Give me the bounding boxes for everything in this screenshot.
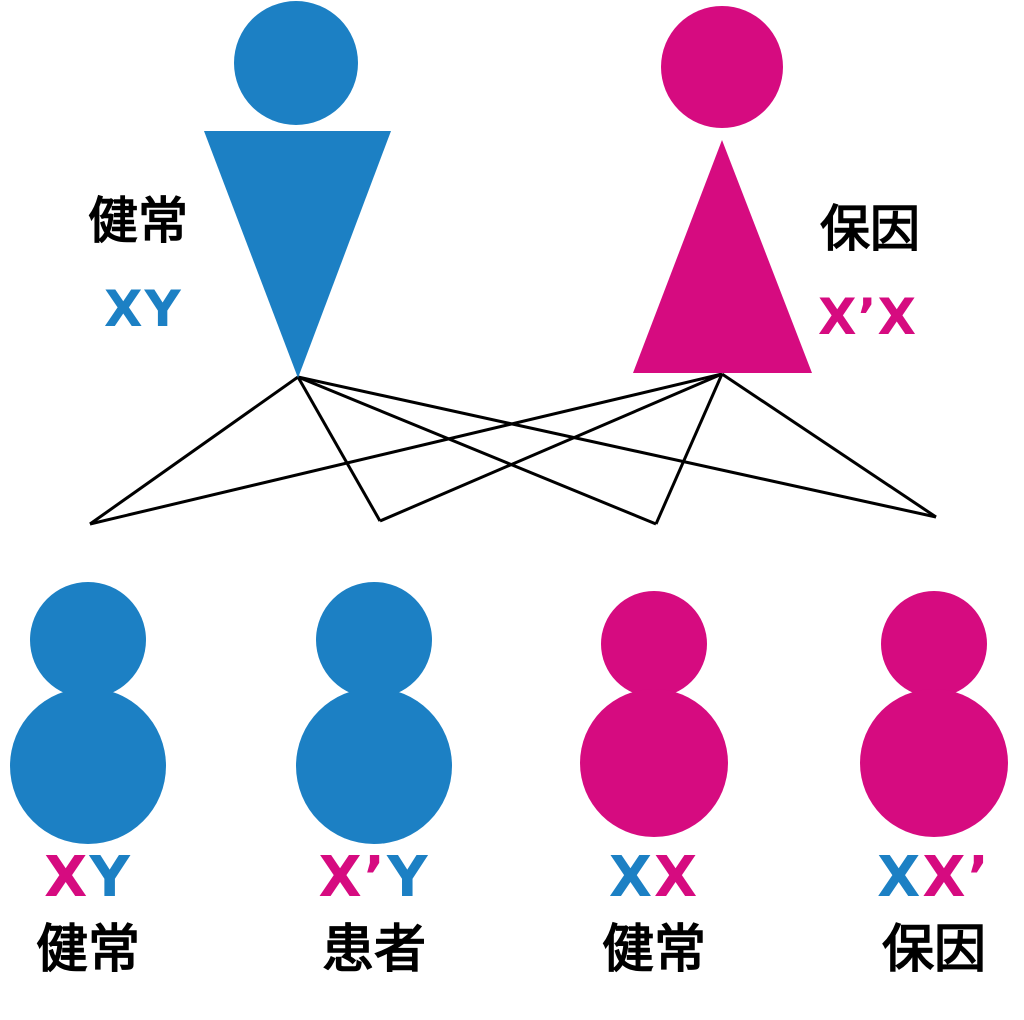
child-4-genotype: XX’	[824, 850, 1024, 906]
child-1-head	[30, 582, 146, 698]
chromosome-symbol: X’	[922, 845, 991, 910]
mother-genotype: X’X	[818, 288, 918, 346]
child-3-head	[601, 591, 707, 697]
line-mother-child3	[654, 373, 724, 525]
child-2-genotype: X’Y	[264, 850, 484, 906]
father-head	[234, 1, 358, 125]
child-4-figure	[860, 591, 1008, 837]
line-father-child2	[296, 376, 382, 522]
line-mother-child2	[379, 372, 723, 523]
child-2-status-label: 患者	[321, 920, 426, 980]
child-3-status-label: 健常	[601, 920, 706, 980]
inheritance-lines	[89, 372, 937, 526]
child-1-body	[10, 688, 166, 844]
father-figure	[204, 1, 391, 378]
child-3-figure	[580, 591, 728, 837]
child-2-body	[296, 688, 452, 844]
line-mother-child4	[721, 372, 937, 519]
chromosome-symbol: Y	[89, 845, 132, 910]
mother-body	[633, 140, 812, 373]
child-3-body	[580, 689, 728, 837]
child-2-figure	[296, 582, 452, 844]
father-status-label: 健常	[88, 192, 188, 250]
child-4-head	[881, 591, 987, 697]
line-mother-child1	[89, 372, 723, 526]
father-body	[204, 131, 391, 378]
mother-status-label: 保因	[820, 200, 920, 258]
child-4-body	[860, 689, 1008, 837]
child-1-status-label: 健常	[35, 920, 140, 980]
child-4-status-label: 保因	[881, 920, 986, 980]
chromosome-symbol: Y	[386, 845, 430, 910]
chromosome-symbol: X	[44, 845, 90, 910]
line-father-child4	[297, 375, 937, 519]
line-father-child1	[89, 375, 299, 526]
child-1-genotype: XY	[0, 850, 198, 906]
father-genotype: XY	[104, 280, 183, 338]
mother-head	[661, 6, 783, 128]
line-father-child3	[297, 375, 657, 526]
chromosome-symbol: X	[608, 845, 654, 910]
child-2-head	[316, 582, 432, 698]
chromosome-symbol: X	[654, 845, 700, 910]
chromosome-symbol: X’	[318, 845, 387, 910]
child-1-figure	[10, 582, 166, 844]
chromosome-symbol: X	[877, 845, 923, 910]
mother-figure	[633, 6, 812, 373]
child-3-genotype: XX	[544, 850, 764, 906]
